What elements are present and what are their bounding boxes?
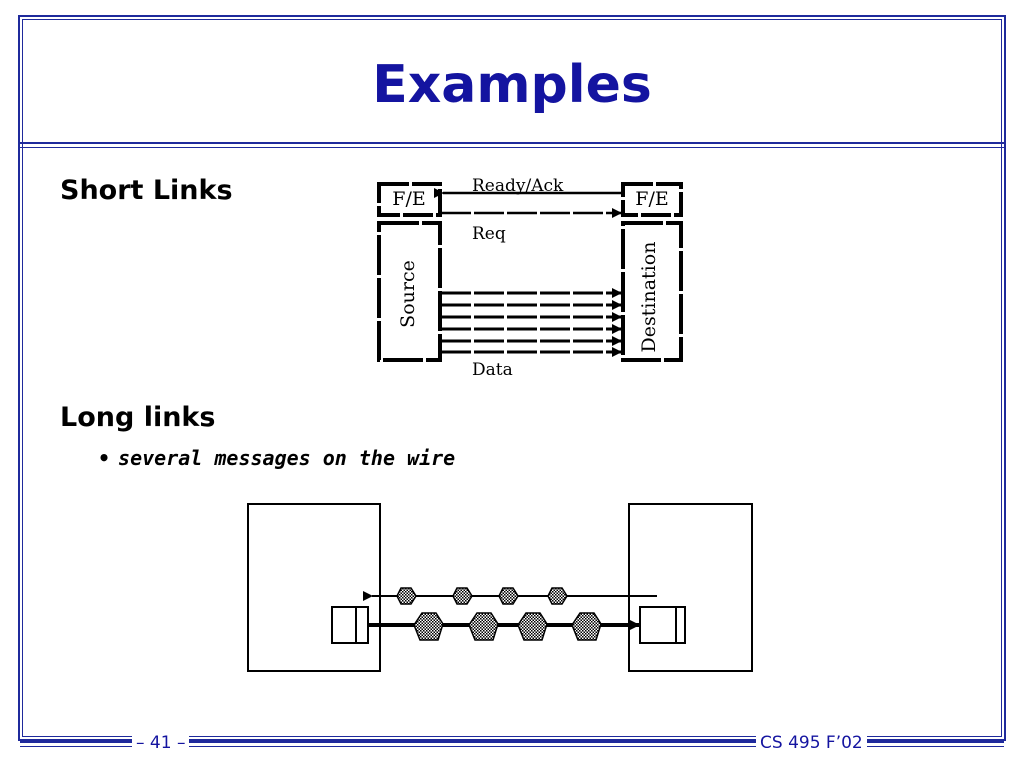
slide-title: Examples — [372, 55, 652, 115]
right-node-box — [628, 503, 753, 672]
title-divider-thin — [20, 147, 1004, 148]
ready-ack-label: Ready/Ack — [472, 176, 564, 196]
ack-messages — [396, 587, 568, 605]
bullet-item: • several messages on the wire — [98, 446, 455, 470]
page-number: – 41 – — [132, 733, 190, 753]
destination-box: Destination — [621, 221, 683, 362]
left-fe-box: F/E — [377, 182, 442, 217]
destination-label: Destination — [638, 242, 660, 353]
data-lines — [441, 288, 622, 357]
slide-frame-outer — [18, 15, 1006, 741]
right-buffer — [639, 606, 686, 644]
data-messages — [413, 612, 602, 641]
left-node-box — [247, 503, 381, 672]
source-box: Source — [377, 221, 442, 362]
req-label: Req — [472, 224, 506, 244]
short-links-diagram: F/E F/E Ready/Ack Req Source Destination… — [377, 176, 683, 380]
source-label: Source — [397, 260, 419, 328]
bullet-dot: • — [98, 446, 111, 470]
left-fe-label: F/E — [392, 188, 425, 210]
left-buffer — [331, 606, 369, 644]
title-divider — [20, 142, 1004, 144]
course-label: CS 495 F’02 — [756, 733, 867, 753]
right-fe-box: F/E — [621, 182, 683, 217]
footer-rule-thin — [20, 746, 1004, 747]
bullet-text: several messages on the wire — [118, 446, 456, 470]
long-links-diagram — [247, 503, 753, 672]
slide-frame-inner — [22, 19, 1002, 737]
long-links-heading: Long links — [60, 402, 216, 433]
data-label: Data — [472, 360, 513, 380]
right-fe-label: F/E — [635, 188, 668, 210]
short-links-heading: Short Links — [60, 175, 233, 206]
footer-rule — [20, 741, 1004, 743]
